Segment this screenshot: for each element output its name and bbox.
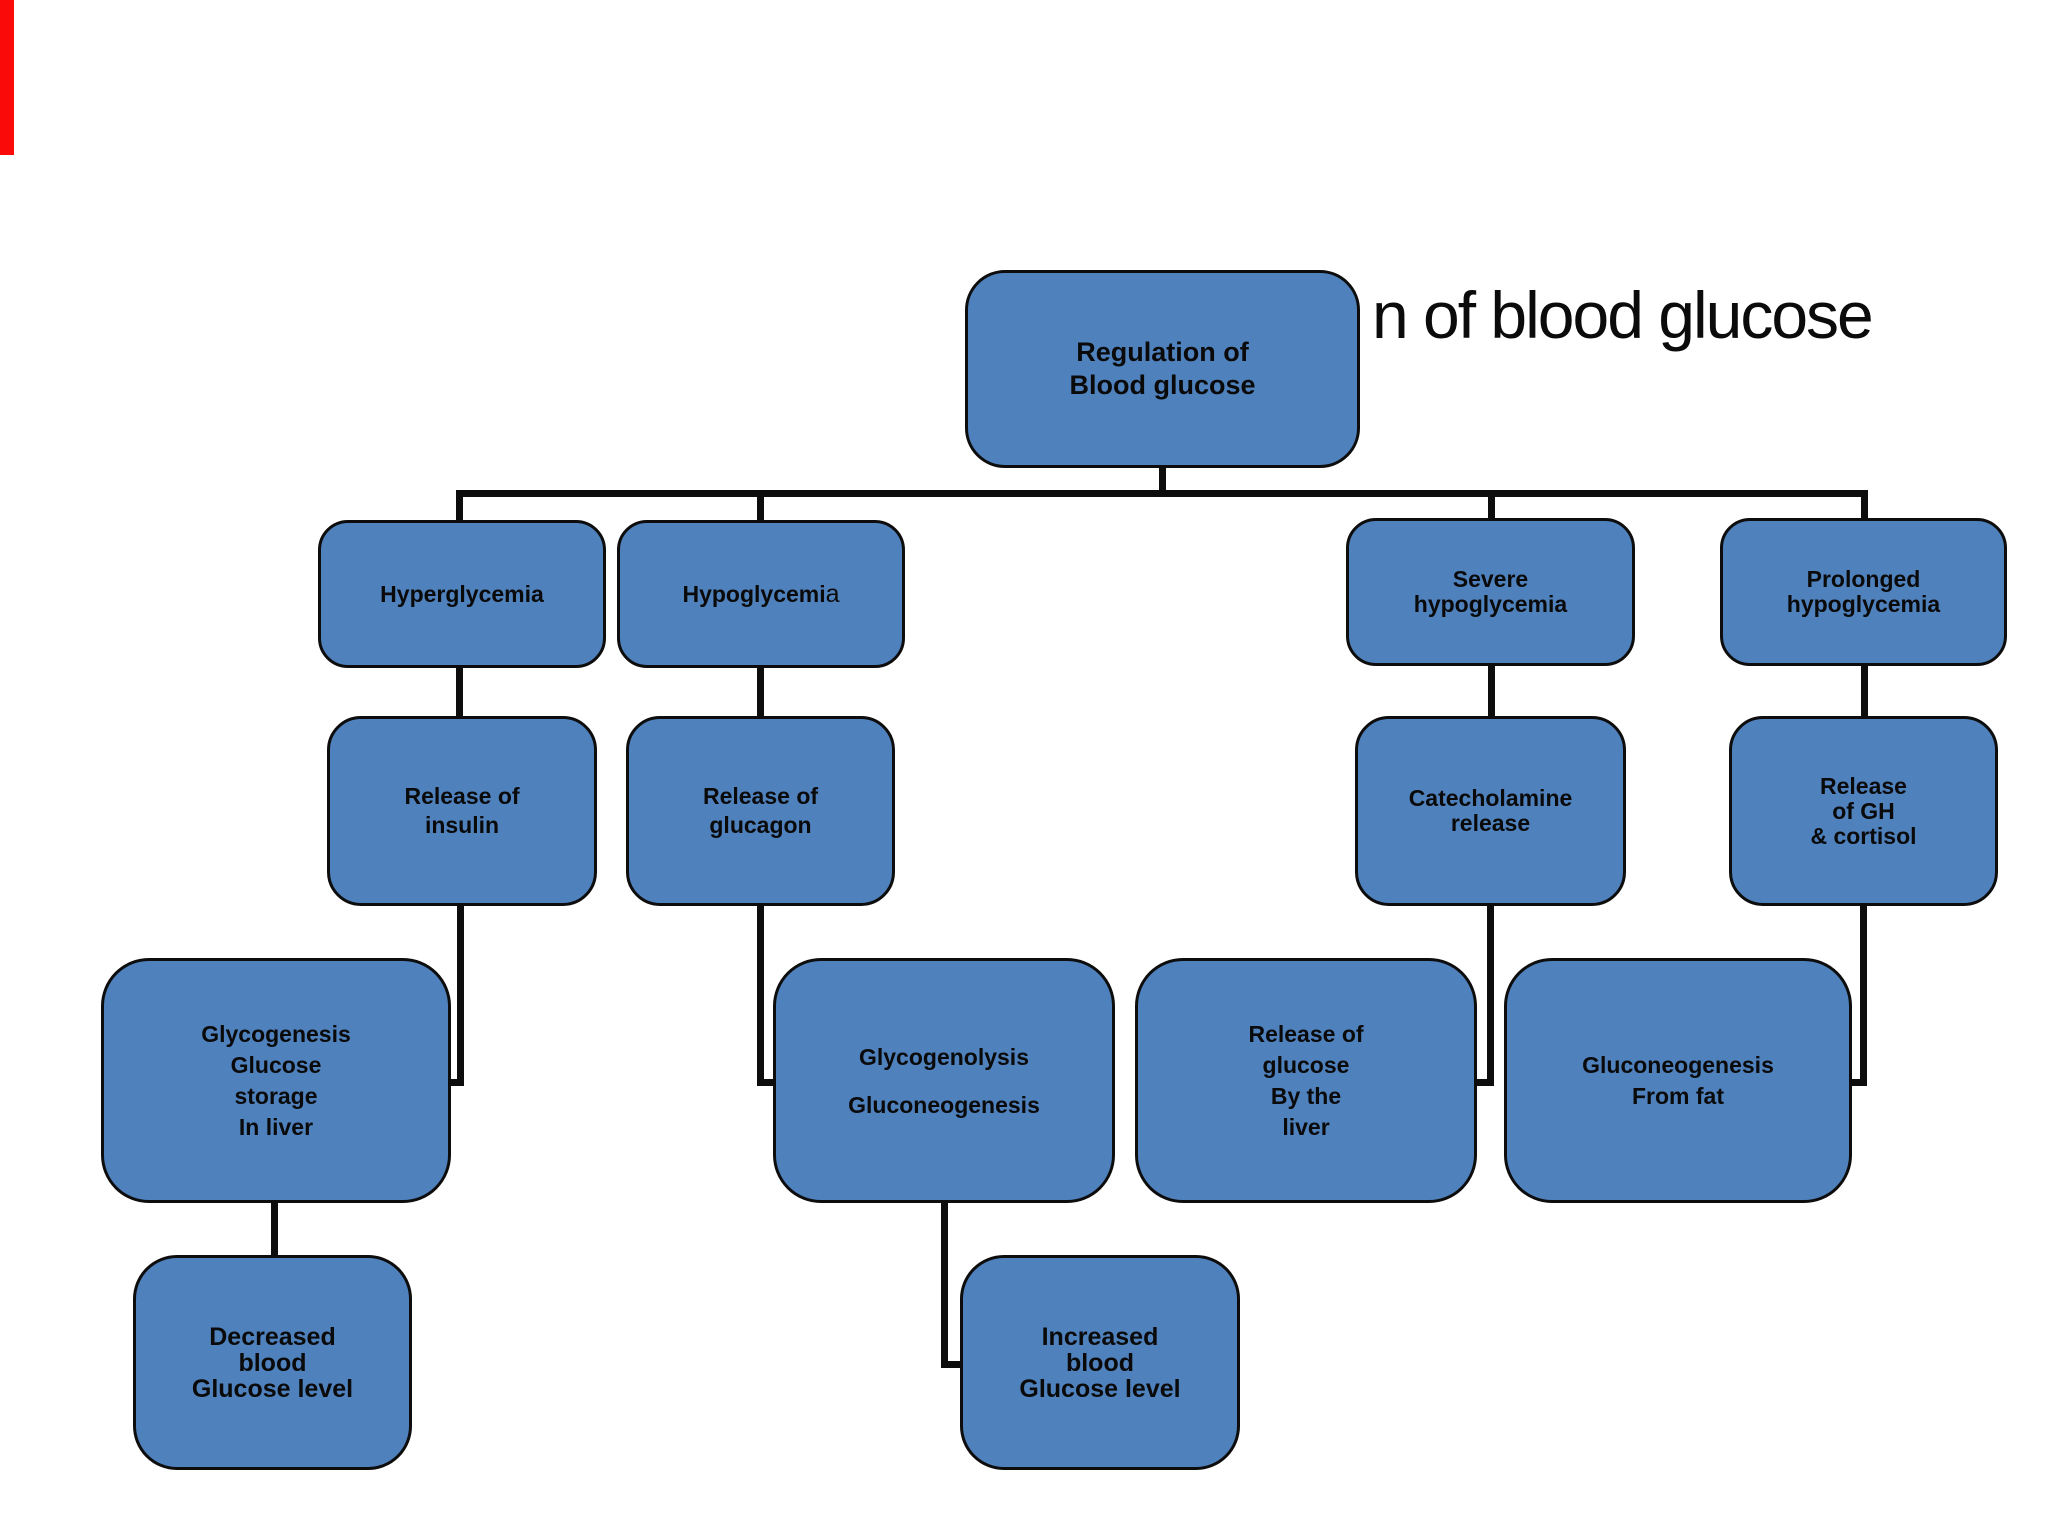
connector-rail-to-hyperglycemia [456, 493, 463, 525]
node-regulation-of-blood-glucose: Regulation of Blood glucose [965, 270, 1360, 468]
connector-catecholamine-release-glucose-v [1487, 902, 1494, 1086]
node-hyperglycemia: Hyperglycemia [318, 520, 606, 668]
node-label: Catecholamine release [1408, 785, 1573, 836]
node-glycogenesis-glucose-storage: Glycogenesis Glucose storage In liver [101, 958, 451, 1203]
connector-gh-gluconeogenesis-h [1848, 1079, 1867, 1086]
node-decreased-blood-glucose-level: Decreased blood Glucose level [133, 1255, 412, 1470]
connector-rail-to-severe [1488, 493, 1495, 523]
connector-root-to-rail [1159, 464, 1166, 496]
connector-glycogenolysis-increased-h [941, 1361, 964, 1368]
node-label: Release of glucose By the liver [1248, 1020, 1364, 1140]
node-glycogenolysis-gluconeogenesis: Glycogenolysis Gluconeogenesis [773, 958, 1115, 1203]
connector-insulin-glycogenesis-h [447, 1079, 464, 1086]
node-label: Decreased blood Glucose level [191, 1322, 354, 1403]
node-label: Release of GH & cortisol [1810, 772, 1917, 849]
node-increased-blood-glucose-level: Increased blood Glucose level [960, 1255, 1240, 1470]
connector-prolonged-gh [1861, 662, 1868, 720]
node-label-suffix: a [825, 579, 840, 608]
connector-rail-to-hypoglycemia [757, 493, 764, 525]
connector-insulin-glycogenesis-v [457, 902, 464, 1086]
connector-rail-to-prolonged [1861, 493, 1868, 523]
connector-catecholamine-release-glucose-h [1473, 1079, 1494, 1086]
connector-severe-catecholamine [1488, 662, 1495, 720]
node-label: Glycogenesis Glucose storage In liver [201, 1020, 351, 1140]
connector-glycogenolysis-increased-v [941, 1200, 948, 1368]
node-gluconeogenesis-from-fat: Gluconeogenesis From fat [1504, 958, 1852, 1203]
node-label: Severe hypoglycemia [1413, 566, 1568, 617]
node-release-of-insulin: Release of insulin [327, 716, 597, 906]
node-prolonged-hypoglycemia: Prolonged hypoglycemia [1720, 518, 2007, 666]
node-label: Increased blood Glucose level [1019, 1322, 1181, 1403]
node-severe-hypoglycemia: Severe hypoglycemia [1346, 518, 1635, 666]
node-label: Glycogenolysis Gluconeogenesis [848, 1043, 1040, 1118]
connector-main-rail [456, 490, 1868, 497]
node-label: Gluconeogenesis From fat [1582, 1051, 1774, 1109]
connector-glucagon-glycogenolysis-v [757, 902, 764, 1086]
node-release-of-glucagon: Release of glucagon [626, 716, 895, 906]
connector-hyperglycemia-insulin [456, 664, 463, 720]
node-label: Prolonged hypoglycemia [1786, 566, 1941, 617]
node-label: Release of glucagon [702, 783, 819, 838]
node-label: Hyperglycemia [380, 580, 544, 607]
background-slide-title: n of blood glucose [1372, 278, 1874, 352]
node-label: Regulation of Blood glucose [1069, 337, 1256, 400]
node-label: Release of insulin [404, 783, 520, 838]
node-release-of-gh-cortisol: Release of GH & cortisol [1729, 716, 1998, 906]
connector-gh-gluconeogenesis-v [1860, 902, 1867, 1086]
connector-glycogenesis-decreased [271, 1200, 278, 1258]
connector-hypoglycemia-glucagon [757, 664, 764, 720]
node-label: Hypoglycemi [682, 580, 826, 607]
connector-glucagon-glycogenolysis-h [757, 1079, 777, 1086]
node-release-of-glucose-by-liver: Release of glucose By the liver [1135, 958, 1477, 1203]
red-edge-marker [0, 0, 14, 155]
node-catecholamine-release: Catecholamine release [1355, 716, 1626, 906]
